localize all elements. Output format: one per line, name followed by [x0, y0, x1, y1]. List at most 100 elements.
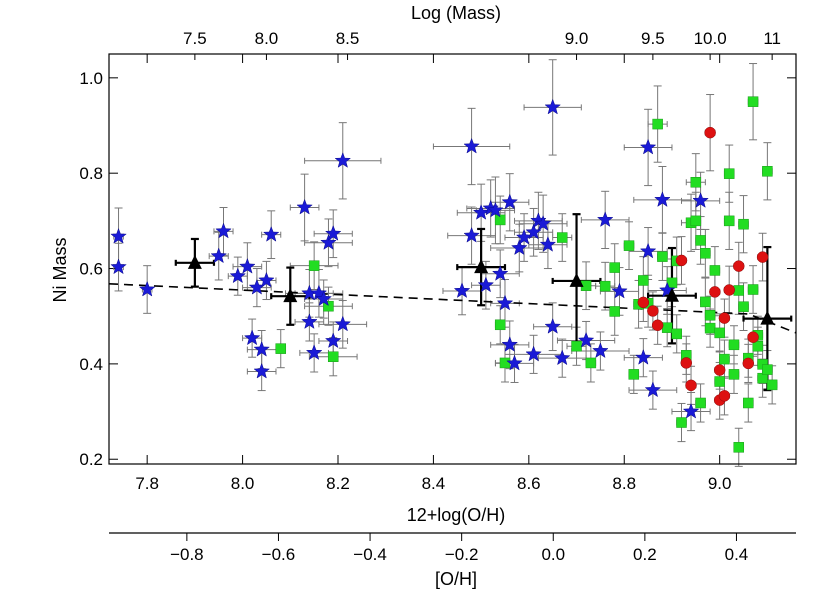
square-point [638, 275, 649, 286]
circle-point [709, 286, 721, 298]
square-point [323, 300, 334, 312]
circle-point [718, 390, 731, 402]
circle-point [637, 296, 650, 309]
oh-axis-title: [O/H] [435, 569, 477, 589]
oh-tick-label: −0.8 [170, 545, 204, 564]
circle-point [675, 254, 688, 267]
star-point [553, 349, 571, 366]
binned-triangle-point [283, 288, 298, 303]
circle-point [747, 331, 759, 343]
binned-triangle-point [474, 259, 489, 274]
star-point [658, 281, 676, 298]
x-tick-label: 8.0 [231, 474, 255, 493]
star-point [491, 265, 509, 281]
binned-triangle-point [187, 254, 202, 269]
square-point [747, 284, 759, 295]
square-point [676, 417, 687, 428]
square-point [308, 260, 320, 271]
circle-point [718, 312, 731, 324]
star-point [596, 211, 614, 227]
square-point [728, 369, 740, 380]
oh-tick-label: 0.0 [541, 545, 565, 564]
circle-point [685, 379, 697, 392]
square-point [752, 340, 764, 352]
square-point [571, 340, 582, 352]
x-tick-label: 8.8 [612, 474, 636, 493]
top-tick-label: 9.5 [641, 29, 665, 48]
square-point [714, 376, 725, 387]
square-point [556, 232, 568, 243]
square-point [609, 262, 620, 273]
plot-frame [108, 53, 797, 465]
star-point [334, 315, 352, 332]
square-point [275, 343, 286, 354]
star-point [477, 276, 495, 293]
circle-point [713, 364, 726, 376]
star-point [253, 340, 270, 357]
star-point [472, 204, 490, 220]
oh-tick-label: −0.2 [445, 545, 479, 564]
oh-tick-label: 0.2 [633, 545, 657, 564]
marker-layer [110, 96, 778, 453]
star-point [258, 271, 275, 288]
square-point [652, 118, 663, 130]
star-point [463, 226, 480, 243]
oh-tick-label: −0.6 [262, 545, 296, 564]
square-point [738, 301, 749, 312]
star-point [506, 354, 523, 371]
square-point [494, 214, 506, 226]
x-axis-title: 12+log(O/H) [407, 505, 506, 525]
square-point [695, 235, 706, 246]
binned-triangle-point [664, 287, 679, 302]
errorbar-layer [113, 59, 793, 467]
square-point [733, 285, 744, 296]
star-point [210, 247, 227, 264]
x-tick-label: 9.0 [708, 474, 732, 493]
star-point [138, 280, 156, 297]
star-point [525, 345, 542, 362]
square-point [690, 176, 702, 188]
circle-point [704, 126, 716, 139]
star-point [243, 329, 261, 346]
star-point [639, 242, 657, 259]
square-point [327, 351, 339, 362]
y-tick-label: 0.6 [79, 260, 103, 279]
square-point [762, 166, 773, 177]
oh-tick-label: 0.4 [725, 545, 749, 564]
star-point [320, 234, 337, 250]
square-point [657, 251, 668, 262]
square-point [743, 397, 754, 409]
star-point [324, 332, 342, 349]
x-tick-label: 8.6 [517, 474, 541, 493]
square-point [704, 322, 716, 334]
star-point [463, 137, 480, 154]
binned-triangle-point [569, 272, 584, 287]
star-point [539, 235, 557, 252]
top-tick-label: 8.0 [255, 29, 279, 48]
top-axis-title: Log (Mass) [411, 3, 501, 23]
square-point [766, 379, 778, 391]
circle-point [647, 305, 659, 317]
star-point [635, 348, 652, 365]
square-point [623, 240, 635, 251]
star-point [110, 227, 127, 244]
star-point [511, 239, 528, 256]
x-tick-label: 8.4 [422, 474, 446, 493]
circle-point [680, 357, 693, 369]
square-point [695, 397, 706, 409]
square-point [714, 327, 725, 339]
x-tick-label: 7.8 [135, 474, 159, 493]
top-tick-label: 8.5 [336, 29, 360, 48]
star-point [301, 313, 318, 329]
star-point [611, 282, 628, 299]
star-point [692, 192, 709, 208]
star-point [501, 193, 519, 210]
star-point [534, 214, 552, 231]
y-tick-label: 0.2 [79, 450, 103, 469]
star-point [501, 336, 519, 352]
square-point [733, 442, 744, 453]
star-point [682, 402, 700, 419]
star-point [592, 342, 609, 359]
circle-point [651, 319, 664, 332]
square-point [762, 364, 773, 375]
